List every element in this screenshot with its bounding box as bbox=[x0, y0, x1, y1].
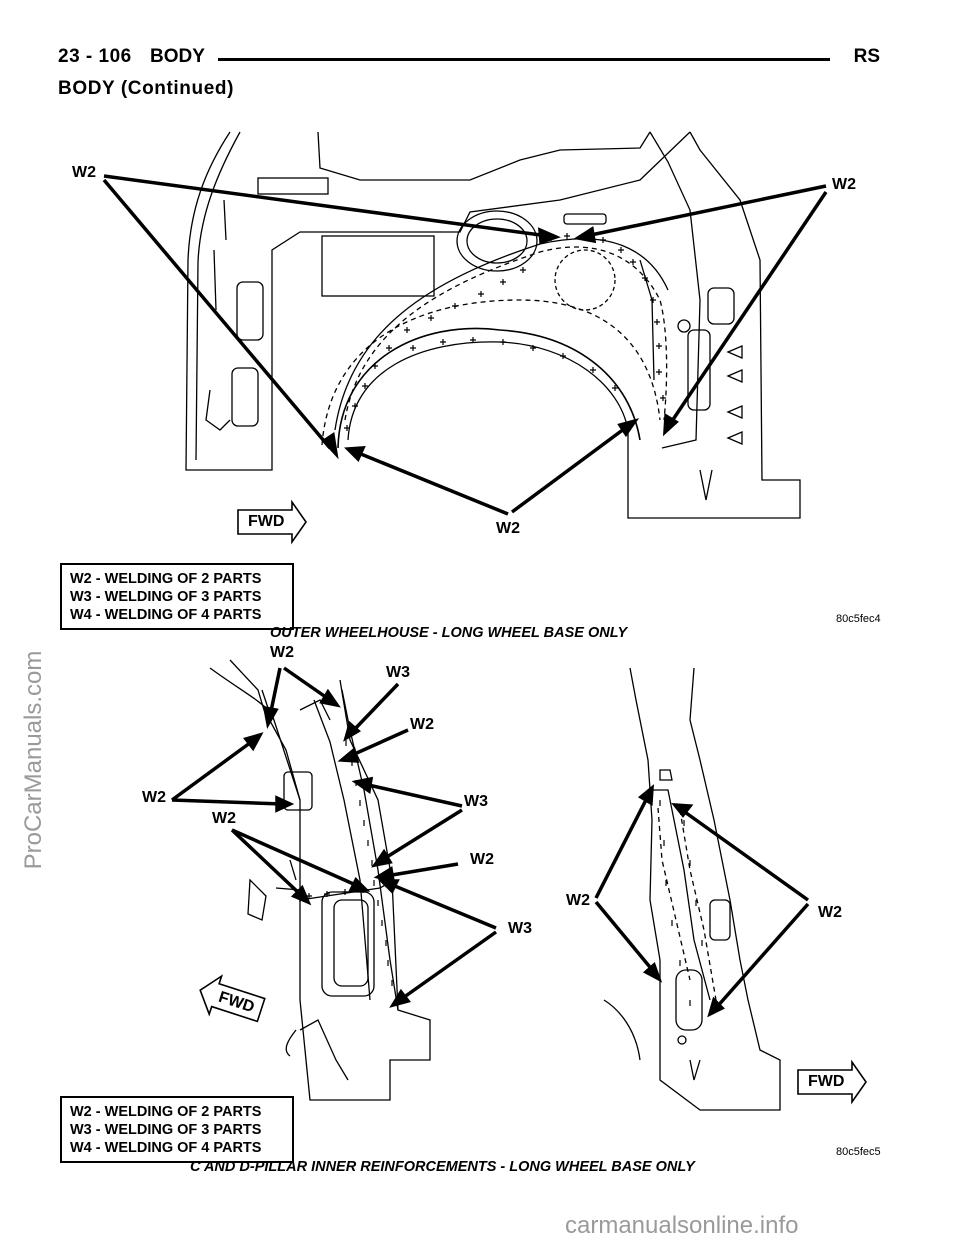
fwd-arrow-left-icon bbox=[199, 974, 266, 1023]
side-watermark: ProCarManuals.com bbox=[20, 650, 47, 870]
image-code-fig1: 80c5fec4 bbox=[836, 613, 881, 625]
fwd-arrow-icon bbox=[237, 499, 307, 545]
callout-w2-upper-right: W2 bbox=[410, 716, 434, 733]
callout-w2-right: W2 bbox=[832, 176, 856, 193]
weld-legend-fig1: W2 - WELDING OF 2 PARTS W3 - WELDING OF … bbox=[60, 563, 294, 630]
header-rule bbox=[218, 58, 830, 61]
caption-fig2: C AND D-PILLAR INNER REINFORCEMENTS - LO… bbox=[190, 1159, 695, 1175]
section-title: BODY bbox=[150, 46, 205, 67]
model-code: RS bbox=[853, 46, 880, 67]
callout-w3-mid: W3 bbox=[464, 793, 488, 810]
callout-w3-bottom: W3 bbox=[508, 920, 532, 937]
legend-line-w4: W4 - WELDING OF 4 PARTS bbox=[70, 1140, 262, 1156]
callout-w2-left: W2 bbox=[72, 164, 96, 181]
page-number: 23 - 106 bbox=[58, 46, 132, 67]
callout-w3-top: W3 bbox=[386, 664, 410, 681]
callout-w2-bottom: W2 bbox=[496, 520, 520, 537]
legend-line-w2: W2 - WELDING OF 2 PARTS bbox=[70, 571, 262, 587]
legend-line-w3: W3 - WELDING OF 3 PARTS bbox=[70, 589, 262, 605]
legend-line-w3: W3 - WELDING OF 3 PARTS bbox=[70, 1122, 262, 1138]
callout-leaders-fig2 bbox=[170, 666, 810, 1018]
callout-w2-lower-right: W2 bbox=[470, 851, 494, 868]
image-code-fig2: 80c5fec5 bbox=[836, 1146, 881, 1158]
fwd-label-fig1: FWD bbox=[248, 513, 285, 530]
caption-fig1: OUTER WHEELHOUSE - LONG WHEEL BASE ONLY bbox=[270, 625, 628, 641]
weld-marks bbox=[344, 233, 666, 431]
legend-line-w4: W4 - WELDING OF 4 PARTS bbox=[70, 607, 262, 623]
fwd-label-fig2-right: FWD bbox=[808, 1073, 845, 1090]
legend-line-w2: W2 - WELDING OF 2 PARTS bbox=[70, 1104, 262, 1120]
fwd-arrow-right-icon bbox=[797, 1059, 867, 1105]
continued-heading: BODY (Continued) bbox=[58, 78, 235, 99]
weld-legend-fig2: W2 - WELDING OF 2 PARTS W3 - WELDING OF … bbox=[60, 1096, 294, 1163]
callout-w2-mid-left: W2 bbox=[142, 789, 166, 806]
callout-w2-top: W2 bbox=[270, 644, 294, 661]
callout-leaders-fig1 bbox=[102, 174, 828, 516]
footer-watermark: carmanualsonline.info bbox=[565, 1212, 799, 1239]
page-header: 23 - 106 BODY RS bbox=[58, 46, 880, 74]
callout-w2-lower-left: W2 bbox=[212, 810, 236, 827]
callout-w2-dpillar-right: W2 bbox=[818, 904, 842, 921]
callout-w2-dpillar-left: W2 bbox=[566, 892, 590, 909]
